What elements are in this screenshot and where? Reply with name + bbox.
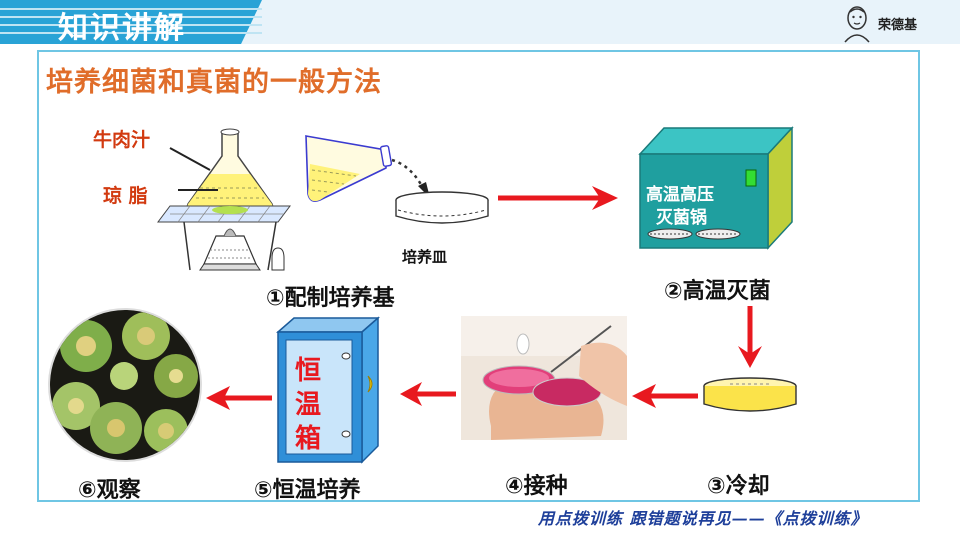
step-2-label: ②高温灭菌 [664, 279, 771, 304]
label-agar: 琼 脂 [103, 185, 148, 207]
header: 知识讲解 荣德基 [0, 0, 960, 46]
header-stripe [0, 8, 262, 10]
step-1-label: ①配制培养基 [266, 286, 395, 311]
petri-dish-agar [703, 377, 797, 412]
pointer-lines [169, 147, 218, 191]
heating-flask-apparatus [157, 128, 291, 271]
autoclave-box [638, 126, 794, 250]
header-bar [0, 0, 262, 44]
logo-text: 荣德基 [878, 18, 918, 33]
label-autoclave-line1: 高温高压 [646, 185, 714, 205]
footer-slogan: 用点拨训练 跟错题说再见——《点拨训练》 [538, 509, 868, 528]
header-stripe [0, 16, 262, 18]
header-stripe [0, 24, 262, 26]
microscope-observation-image [48, 308, 202, 462]
pouring-flask [305, 135, 430, 202]
diagram-frame [37, 50, 920, 502]
step-4-label: ④接种 [505, 474, 568, 499]
label-petri-dish: 培养皿 [402, 248, 448, 266]
header-title: 知识讲解 [58, 11, 186, 46]
arrow-right-icon [498, 186, 618, 210]
incubator-box [276, 316, 380, 464]
step-6-label: ⑥观察 [78, 478, 141, 503]
label-incubator-line2: 温 [295, 390, 322, 420]
header-stripe [0, 32, 262, 34]
label-autoclave-line2: 灭菌锅 [656, 208, 707, 228]
step-5-label: ⑤恒温培养 [254, 478, 361, 503]
label-incubator-line3: 箱 [295, 424, 322, 454]
arrow-left-icon [632, 384, 698, 408]
arrow-down-icon [738, 306, 762, 368]
inoculation-photo [461, 316, 627, 440]
step-3-label: ③冷却 [707, 474, 770, 499]
logo-portrait-icon [844, 6, 870, 43]
arrow-left-icon [400, 382, 456, 406]
arrow-left-icon [206, 386, 272, 410]
main-title: 培养细菌和真菌的一般方法 [46, 67, 382, 98]
label-incubator-line1: 恒 [295, 356, 322, 386]
petri-dish-empty [395, 191, 489, 224]
label-beef-broth: 牛肉汁 [93, 129, 151, 151]
